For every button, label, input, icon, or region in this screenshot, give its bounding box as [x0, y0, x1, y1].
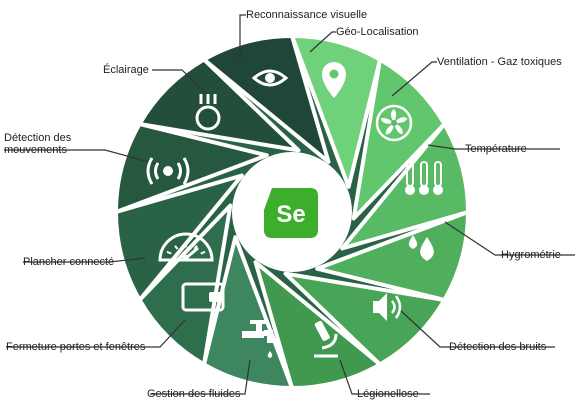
label-geolocalisation: Géo-Localisation [336, 26, 419, 38]
label-ventilation: Ventilation - Gaz toxiques [437, 56, 562, 68]
fan-icon [375, 104, 413, 142]
location-pin-icon [322, 62, 346, 98]
thermometers-icon [405, 161, 443, 195]
leader-line-plancher [23, 257, 146, 263]
motion-sensor-icon [146, 157, 190, 185]
segment-eclairage [202, 34, 331, 164]
leader-line-fluides [150, 359, 251, 395]
leader-line-legionellose [339, 359, 430, 395]
label-reconnaissance: Reconnaissance visuelle [246, 9, 368, 21]
label-mouvements: Détection des mouvements [4, 132, 72, 156]
label-temperature: Température [465, 143, 527, 155]
faucet-icon [242, 320, 273, 358]
label-fluides: Gestion des fluides [147, 388, 241, 400]
leader-line-hygrometrie [444, 221, 575, 256]
leader-line-eclairage [152, 69, 206, 93]
se-logo: Se [264, 188, 318, 238]
label-eclairage: Éclairage [103, 64, 149, 76]
leader-line-geolocalisation [309, 31, 336, 53]
leader-line-bruits [399, 309, 555, 348]
label-bruits: Détection des bruits [449, 341, 547, 353]
light-bulb-icon [195, 94, 221, 131]
wallet-icon [181, 282, 225, 312]
eye-icon [251, 69, 289, 87]
microscope-icon [314, 320, 338, 358]
speaker-icon [373, 293, 402, 321]
logo-text: Se [276, 201, 305, 228]
leader-line-temperature [427, 144, 560, 150]
gauge-icon [158, 232, 214, 262]
leader-line-ventilation [391, 61, 437, 97]
leader-line-mouvements [4, 149, 161, 166]
label-legionellose: Légionellose [357, 388, 419, 400]
label-hygrometrie: Hygrométrie [501, 249, 561, 261]
leader-line-fermeture [6, 319, 186, 348]
leader-line-reconnaissance [239, 14, 246, 62]
label-plancher: Plancher connecté [23, 256, 115, 268]
water-drops-icon [408, 235, 434, 261]
label-fermeture: Fermeture portes et fenêtres [6, 341, 146, 353]
